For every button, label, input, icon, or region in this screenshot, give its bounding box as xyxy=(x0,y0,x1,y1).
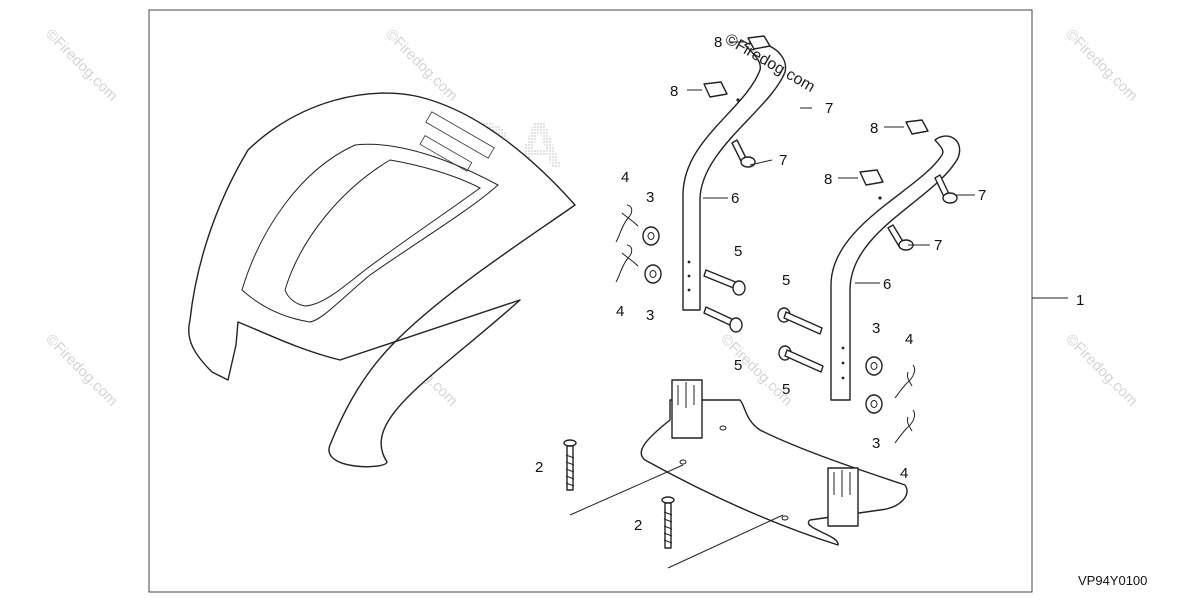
callout-clip-nut: 8 xyxy=(714,34,722,51)
watermark: ©Firedog.com xyxy=(42,331,121,410)
handle-bar-right xyxy=(830,135,961,401)
clip-nut xyxy=(747,35,771,50)
callout-r-clip: 4 xyxy=(621,169,629,186)
washer xyxy=(642,226,660,246)
watermark: ©Firedog.com xyxy=(42,26,121,105)
callout-washer: 3 xyxy=(646,189,654,206)
mounting-plate xyxy=(640,379,908,546)
r-clip xyxy=(615,204,639,243)
callout-screw: 7 xyxy=(934,237,942,254)
screw xyxy=(731,139,756,168)
r-clip xyxy=(894,409,916,444)
callout-washer: 3 xyxy=(646,307,654,324)
callout-bolt: 2 xyxy=(535,459,543,476)
callout-screw: 7 xyxy=(978,187,986,204)
callout-r-clip: 4 xyxy=(900,465,908,482)
clip-nut xyxy=(859,169,884,186)
callout-bolt: 2 xyxy=(634,517,642,534)
screw xyxy=(934,174,958,204)
callout-labels: 1 2 2 3 3 3 3 4 4 4 4 5 5 5 5 6 6 7 7 7 … xyxy=(535,34,1084,534)
callout-clip-nut: 8 xyxy=(824,171,832,188)
watermark: ©Firedog.com xyxy=(1062,331,1141,410)
r-clip xyxy=(894,364,916,399)
washer xyxy=(865,394,883,414)
callout-kit: 1 xyxy=(1076,292,1084,309)
washer xyxy=(644,264,662,284)
r-clip xyxy=(615,244,639,283)
callout-r-clip: 4 xyxy=(616,303,624,320)
leader-lines xyxy=(569,41,1068,569)
callout-r-clip: 4 xyxy=(905,331,913,348)
pin xyxy=(703,269,746,296)
callout-bar: 6 xyxy=(883,276,891,293)
screw xyxy=(887,224,914,251)
mounting-bolt-upper xyxy=(661,496,675,549)
callout-washer: 3 xyxy=(872,435,880,452)
front-cover xyxy=(188,92,576,468)
clip-nut xyxy=(703,81,728,98)
callout-pin: 5 xyxy=(734,357,742,374)
pin xyxy=(778,345,824,373)
pin xyxy=(703,306,743,333)
callout-clip-nut: 8 xyxy=(870,120,878,137)
callout-bar: 6 xyxy=(731,190,739,207)
diagram-code: VP94Y0100 xyxy=(1078,573,1148,588)
diagram-frame xyxy=(148,9,1033,593)
callout-clip-nut: 8 xyxy=(670,83,678,100)
handle-bar-left xyxy=(682,41,787,311)
clip-nut xyxy=(905,119,929,135)
pin xyxy=(777,307,823,335)
callout-pin: 5 xyxy=(782,272,790,289)
callout-screw: 7 xyxy=(779,152,787,169)
mounting-bolt-lower xyxy=(563,439,577,491)
watermark: ©Firedog.com xyxy=(1062,26,1141,105)
callout-screw: 7 xyxy=(825,100,833,117)
washer xyxy=(865,356,883,376)
callout-washer: 3 xyxy=(872,320,880,337)
callout-pin: 5 xyxy=(734,243,742,260)
callout-pin: 5 xyxy=(782,381,790,398)
